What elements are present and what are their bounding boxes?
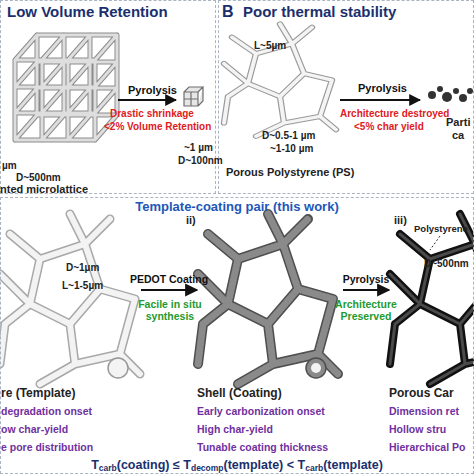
- particle: [467, 88, 473, 94]
- shell-cross-section: [306, 358, 326, 378]
- annotation-label: Drastic shrinkage: [110, 108, 194, 120]
- process-arrow: [343, 289, 389, 291]
- property-item: Hollow stru: [389, 420, 473, 438]
- property-item: Early carbonization onset: [197, 402, 343, 420]
- property-item: e pore distribution: [1, 438, 141, 456]
- template-group: [0, 214, 140, 384]
- equation-subscript: carb: [99, 463, 117, 473]
- annotation-label: Porous Polystyrene (PS): [226, 166, 354, 179]
- annotation-label: D~100nm: [178, 155, 223, 167]
- panel-heading: Poor thermal stability: [243, 3, 396, 20]
- annotation-label: Facile in situ synthesis: [130, 298, 210, 322]
- annotation-label: D~0.5-1 µm: [262, 130, 315, 142]
- equation-term: (template): [323, 458, 383, 472]
- microlattice-outline: [15, 35, 117, 140]
- property-item: Tunable coating thickness: [197, 438, 343, 456]
- shrunk-lattice: [184, 87, 203, 106]
- annotation-label: D~500nm: [16, 172, 61, 184]
- annotation-label: ~1 µm: [184, 142, 213, 154]
- annotation-label: Polystyrene: [414, 224, 468, 235]
- stage-block: re (Template)degradation onsetow char-yi…: [1, 210, 141, 456]
- equation-term: (coating) ≤ T: [117, 458, 191, 472]
- annotation-label: D~500nm: [424, 258, 469, 270]
- strut-cross-section: [108, 358, 128, 378]
- section-panel: Template-coating pair (this work)re (Tem…: [0, 197, 474, 474]
- stage-caption: Porous Car: [389, 384, 473, 402]
- annotation-label: iii): [394, 214, 407, 227]
- carbon-particles: [428, 86, 473, 102]
- shell-outline: [198, 214, 338, 384]
- annotation-label: L~5µm: [254, 40, 286, 52]
- stage-text-column: Shell (Coating)Early carbonization onset…: [197, 210, 343, 456]
- process-arrow: [141, 289, 197, 291]
- porous-ps-group: [224, 24, 336, 136]
- annotation-label: Architecture Preserved: [330, 298, 402, 322]
- stage-caption: re (Template): [1, 384, 141, 402]
- particle: [437, 86, 443, 92]
- annotation-label: nted microlattice: [0, 183, 88, 196]
- equation-row: Tcarb(coating) ≤ Tdecomp(template) < Tca…: [0, 457, 474, 474]
- annotation-label: Architecture destroyed: [340, 108, 449, 120]
- arrow-label: PEDOT Coating: [130, 273, 208, 285]
- shell-group: [198, 214, 338, 384]
- annotation-label: µm: [2, 160, 17, 172]
- panel-heading: Template-coating pair (this work): [1, 199, 473, 214]
- stage-block: Shell (Coating)Early carbonization onset…: [197, 210, 343, 456]
- annotation-label: Pyrolysis: [358, 82, 407, 95]
- stage-text-column: re (Template)degradation onsetow char-yi…: [1, 210, 141, 456]
- equation-subscript: decomp: [191, 463, 224, 473]
- particle: [453, 88, 459, 94]
- template-struts: [0, 214, 140, 384]
- annotation-label: Parti: [446, 116, 470, 129]
- annotation-label: B: [222, 3, 234, 21]
- template-outline: [0, 214, 140, 384]
- panel-heading-group: Template-coating pair (this work): [1, 199, 473, 214]
- panel-heading-group: Low Volume Retention: [7, 3, 168, 20]
- particle: [428, 91, 436, 99]
- equation-term: T: [91, 458, 99, 472]
- shell-texture: [198, 214, 338, 384]
- property-item: Dimension ret: [389, 402, 473, 420]
- porous-ps-outline: [224, 24, 336, 136]
- leader-line: [430, 236, 440, 250]
- carbon-outline: [390, 214, 474, 384]
- panel-heading-group: Poor thermal stability: [243, 3, 396, 20]
- property-item: degradation onset: [1, 402, 141, 420]
- section-panel: Poor thermal stability: [218, 0, 474, 194]
- annotation-label: ii): [186, 214, 196, 227]
- property-item: ow char-yield: [1, 420, 141, 438]
- annotation-label: ~1-10 µm: [270, 143, 313, 155]
- annotation-label: Pyrolysis: [128, 84, 177, 97]
- pyrolysis-arrow: [118, 99, 176, 101]
- pyrolysis-arrow: [340, 99, 420, 101]
- equation-term: (template) < T: [224, 458, 306, 472]
- annotation-label: <5% char yield: [354, 121, 424, 133]
- annotation-label: <2% Volume Retention: [104, 121, 211, 133]
- stage-text-column: Porous CarDimension retHollow struHierar…: [389, 210, 473, 456]
- arrow-label: Pyrolysis: [343, 273, 390, 285]
- microlattice-beams: [15, 35, 117, 140]
- equation-subscript: carb: [305, 463, 323, 473]
- particle: [442, 92, 452, 102]
- carbon-group: [390, 214, 474, 384]
- stage-block: Porous CarDimension retHollow struHierar…: [389, 210, 473, 456]
- porous-ps-struts: [224, 24, 336, 136]
- stage-caption: Shell (Coating): [197, 384, 343, 402]
- annotation-label: D~1µm: [66, 262, 99, 274]
- panel-heading: Low Volume Retention: [7, 3, 168, 20]
- carbon-hollow-core: [390, 214, 474, 384]
- particle: [459, 94, 467, 102]
- property-item: High char-yield: [197, 420, 343, 438]
- shell-core: [311, 363, 321, 373]
- annotation-label: L~1-5µm: [62, 280, 103, 292]
- property-item: Hierarchical Po: [389, 438, 473, 456]
- annotation-label: ca: [452, 129, 464, 142]
